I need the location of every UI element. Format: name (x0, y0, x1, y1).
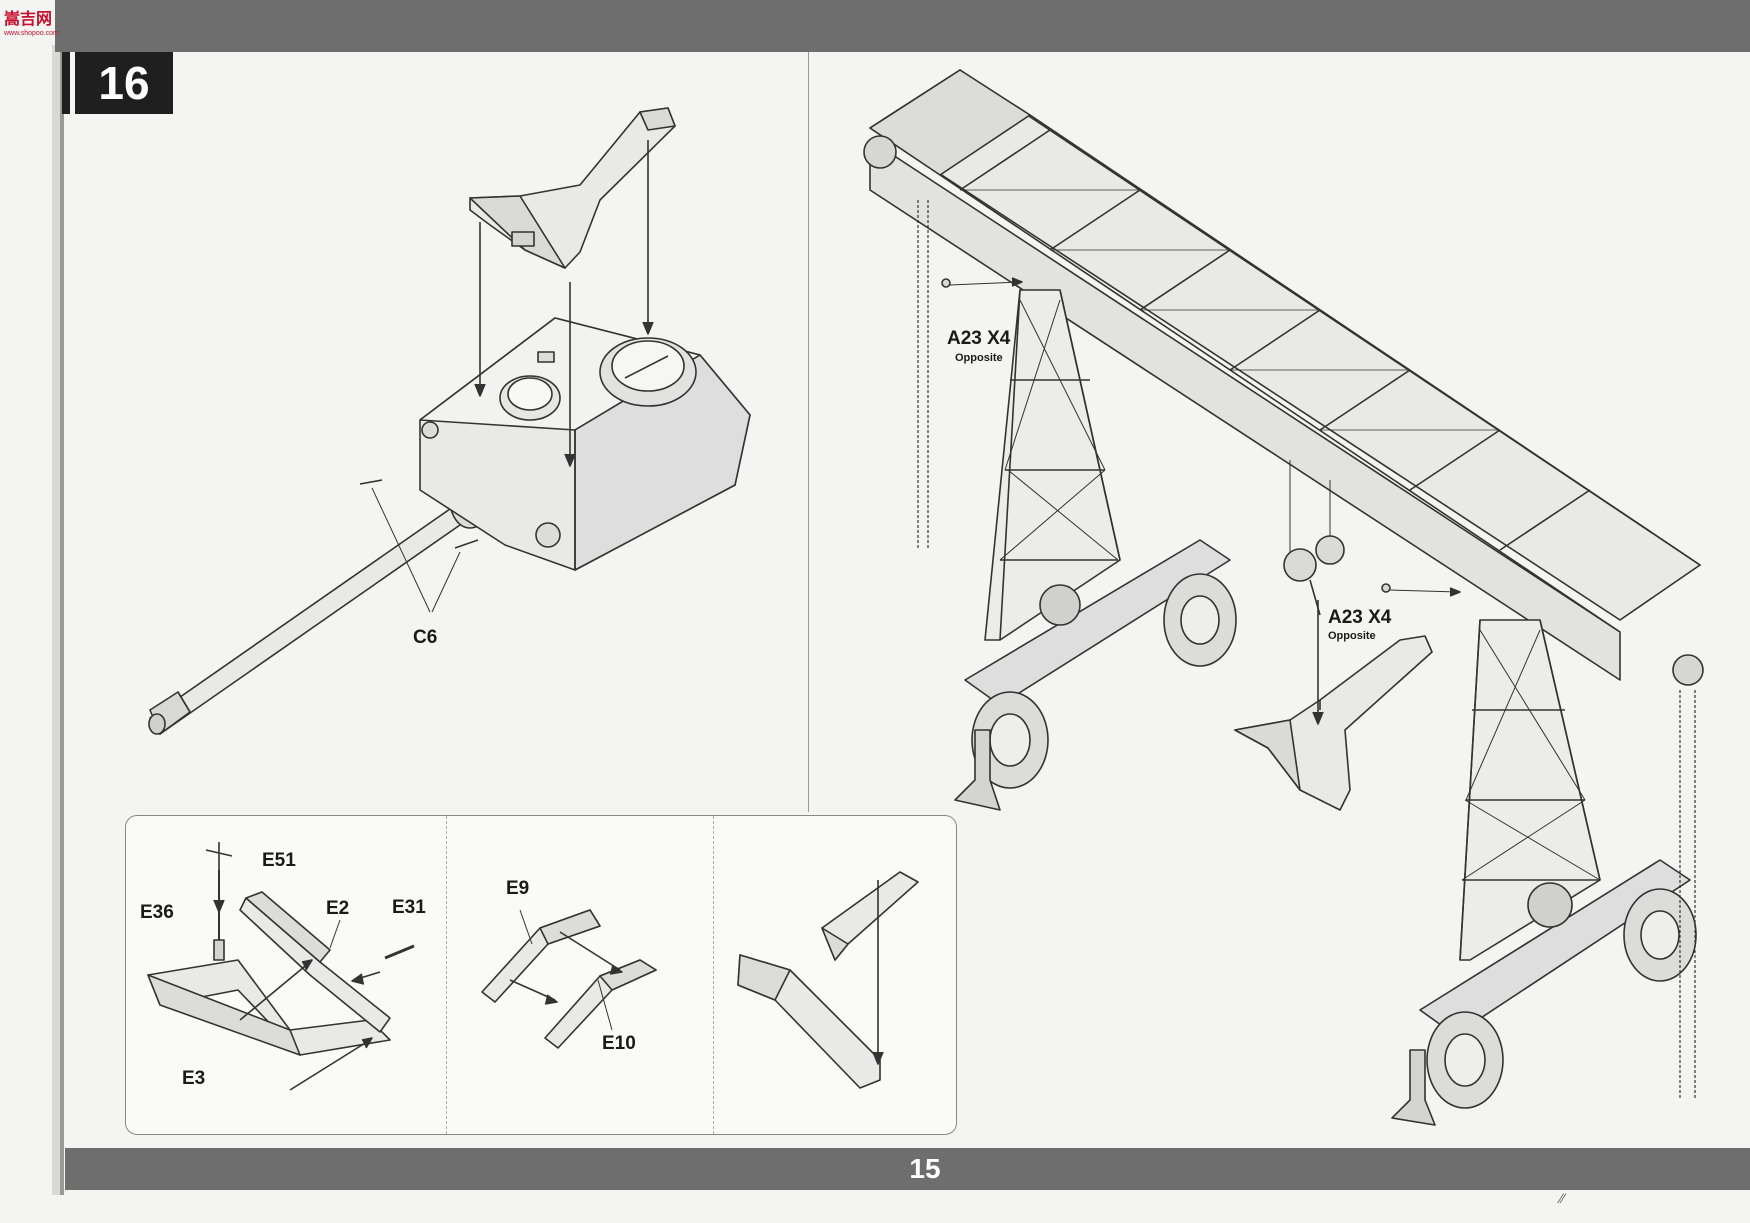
callout-a23-mid-note: Opposite (1328, 630, 1376, 642)
top-header-bar (55, 0, 1750, 52)
detail-inset-panel (125, 815, 957, 1135)
margin-scribble: ⁄⁄ (1560, 1190, 1565, 1206)
label-e51: E51 (262, 850, 296, 871)
callout-a23-top-note: Opposite (955, 352, 1003, 364)
detail-panel-2-drawing (481, 909, 657, 1049)
step-number-box: 16 (75, 52, 173, 114)
label-e31: E31 (392, 897, 426, 918)
label-e10: E10 (602, 1033, 636, 1054)
page-number: 15 (909, 1153, 941, 1184)
bottom-footer-bar (65, 1148, 1750, 1190)
column-divider (808, 52, 809, 812)
label-e9: E9 (506, 878, 530, 899)
label-e3: E3 (182, 1068, 206, 1089)
watermark-logo: 嵩吉网 www.shopoo.com (4, 9, 59, 37)
callout-a23-mid: A23 X4 (1328, 607, 1392, 628)
page-binding-edge (52, 45, 62, 1195)
callout-c6: C6 (413, 627, 438, 648)
detail-separator-1 (446, 816, 447, 1134)
detail-panel-3-drawing (737, 871, 919, 1089)
detail-panel-1-drawing (147, 842, 415, 1091)
label-e2: E2 (326, 898, 350, 919)
step-accent-bar (62, 52, 70, 114)
turret-drawing (148, 107, 751, 735)
gantry-crane-drawing (863, 69, 1704, 1126)
callout-a23-top: A23 X4 (947, 328, 1011, 349)
page-binding-shadow (60, 45, 64, 1195)
svg-text:www.shopoo.com: www.shopoo.com (4, 30, 59, 37)
detail-separator-2 (713, 816, 714, 1134)
svg-text:嵩吉网: 嵩吉网 (4, 9, 52, 28)
label-e36: E36 (140, 902, 174, 923)
